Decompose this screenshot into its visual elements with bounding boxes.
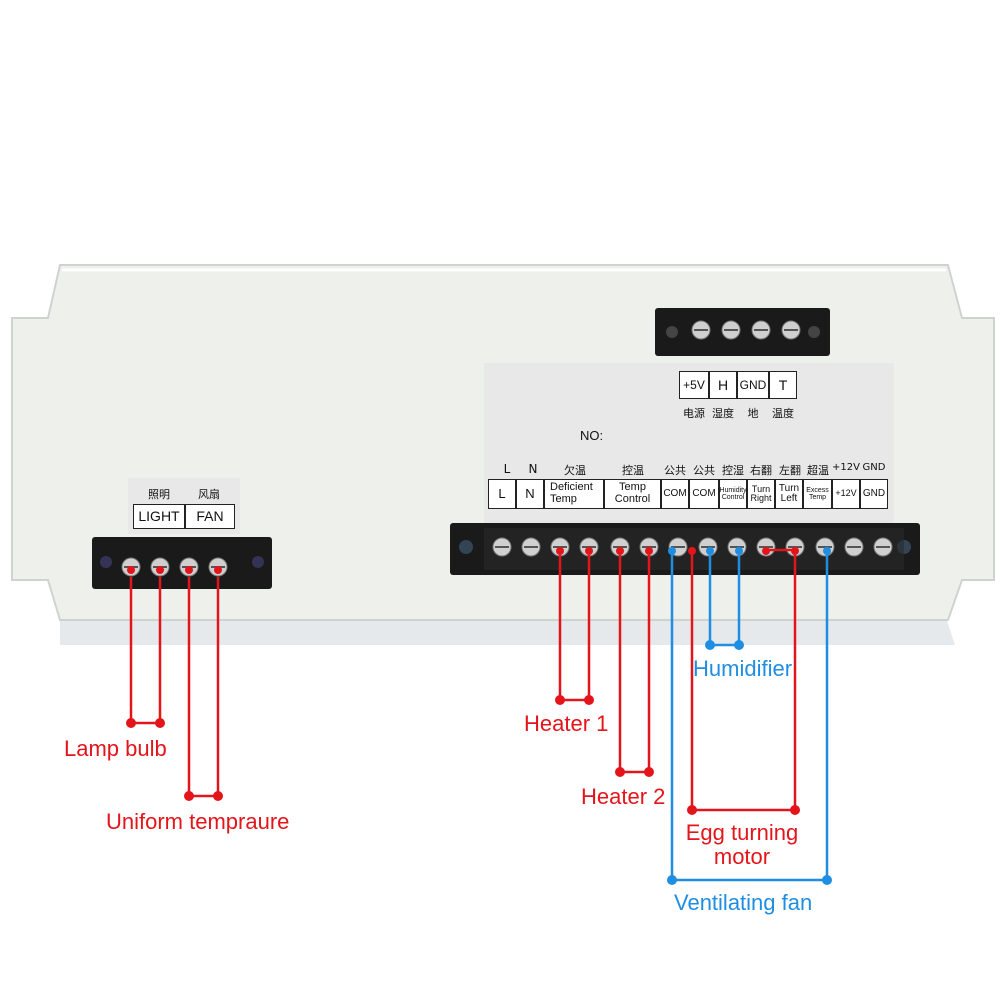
cell-humidity-control: Humidity Control: [719, 479, 747, 509]
top-letter-l: L: [503, 462, 511, 476]
top-letter-n: N: [528, 462, 538, 476]
cell-turn-left: Turn Left: [775, 479, 803, 509]
top-cn-com1: 公共: [664, 464, 686, 477]
serial-no-label: NO:: [580, 428, 604, 443]
left-cell-light: LIGHT: [133, 504, 185, 529]
cell-turn-right: Turn Right: [747, 479, 775, 509]
top-cn-left: 左翻: [779, 464, 801, 477]
top-cn-excess: 超温: [807, 464, 829, 477]
sensor-cn-temperature: 温度: [772, 407, 794, 420]
cell-gnd: GND: [860, 479, 888, 509]
sensor-cell-gnd: GND: [737, 371, 769, 399]
cell-excess-temp: Excess Temp: [803, 479, 832, 509]
top-cn-right: 右翻: [750, 464, 772, 477]
callout-lamp-bulb: Lamp bulb: [64, 736, 167, 761]
callout-heater-2: Heater 2: [581, 784, 666, 809]
cell-12v: +12V: [832, 479, 860, 509]
sensor-cell-h: H: [709, 371, 737, 399]
top-cn-com2: 公共: [693, 464, 715, 477]
top-cn-deficient: 欠温: [564, 464, 586, 477]
main-terminal-block: [450, 523, 920, 575]
sensor-cell-t: T: [769, 371, 797, 399]
sensor-cn-ground: 地: [747, 407, 759, 420]
callout-uniform-temperature: Uniform tempraure: [106, 809, 290, 834]
cell-com-1: COM: [661, 479, 689, 509]
sensor-cell-5v: +5V: [679, 371, 709, 399]
sensor-cn-power: 电源: [683, 407, 705, 420]
top-cn-control: 控温: [622, 464, 644, 477]
cell-temp-control: Temp Control: [604, 479, 661, 509]
left-cn-light: 照明: [148, 488, 170, 501]
left-cn-fan: 风扇: [198, 488, 220, 501]
cell-l: L: [488, 479, 516, 509]
cell-com-2: COM: [689, 479, 719, 509]
sensor-terminal-block: [655, 308, 830, 356]
top-cn-humidity: 控湿: [722, 464, 744, 477]
callout-heater-1: Heater 1: [524, 711, 609, 736]
callout-egg-turning-motor: Egg turning motor: [680, 820, 804, 870]
top-gnd: GND: [862, 462, 886, 473]
callout-humidifier: Humidifier: [693, 656, 793, 681]
callout-ventilating-fan: Ventilating fan: [674, 890, 813, 915]
left-terminal-block: [92, 537, 272, 589]
cell-deficient-temp: Deficient Temp: [544, 479, 604, 509]
callout-egg-line-1: Egg turning: [685, 820, 799, 845]
callout-egg-line-2: motor: [713, 844, 771, 870]
sensor-cn-humidity: 湿度: [712, 407, 734, 420]
left-cell-fan: FAN: [185, 504, 235, 529]
top-12v: +12V: [832, 462, 860, 473]
cell-n: N: [516, 479, 544, 509]
